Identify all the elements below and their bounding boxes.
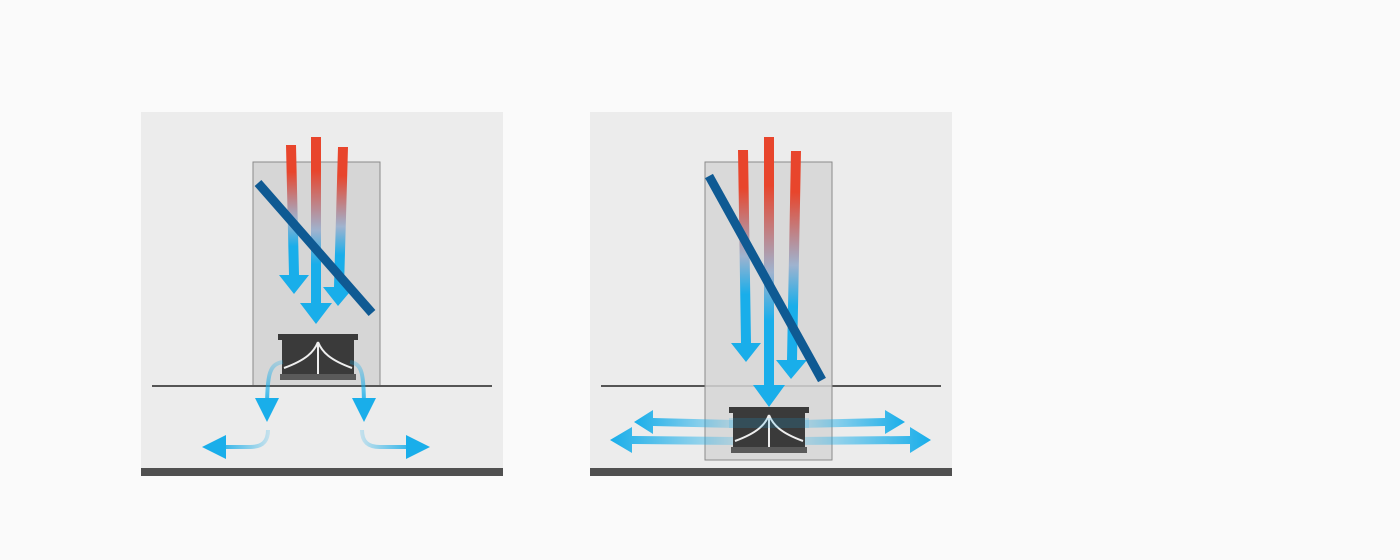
arrow-icon (634, 410, 735, 434)
panel-left-outflow-arrows (202, 360, 430, 459)
down-arrow-icon (753, 137, 785, 407)
arrow-icon (360, 429, 430, 459)
down-arrow-icon (776, 151, 807, 379)
down-arrow-icon (731, 150, 761, 362)
panel-right-airflow-arrows (731, 137, 807, 407)
down-arrow-icon (323, 147, 354, 306)
arrow-icon (800, 410, 905, 434)
panel-right-fan-flow-overlay (729, 418, 809, 428)
panel-left (141, 112, 503, 476)
arrow-icon (202, 429, 270, 459)
fan-icon (278, 334, 358, 380)
panel-right (590, 112, 952, 476)
arrow-icon (349, 360, 376, 422)
arrow-icon (255, 360, 284, 422)
panel-left-baffle (254, 180, 376, 316)
panel-right-baffle (705, 173, 826, 383)
panel-left-floor (141, 468, 503, 476)
down-arrow-icon (300, 137, 332, 324)
fan-icon (729, 407, 809, 453)
panel-right-floor (590, 468, 952, 476)
panel-right-outflow-arrows (610, 410, 931, 453)
arrow-icon (800, 427, 931, 453)
arrow-icon (610, 427, 735, 453)
